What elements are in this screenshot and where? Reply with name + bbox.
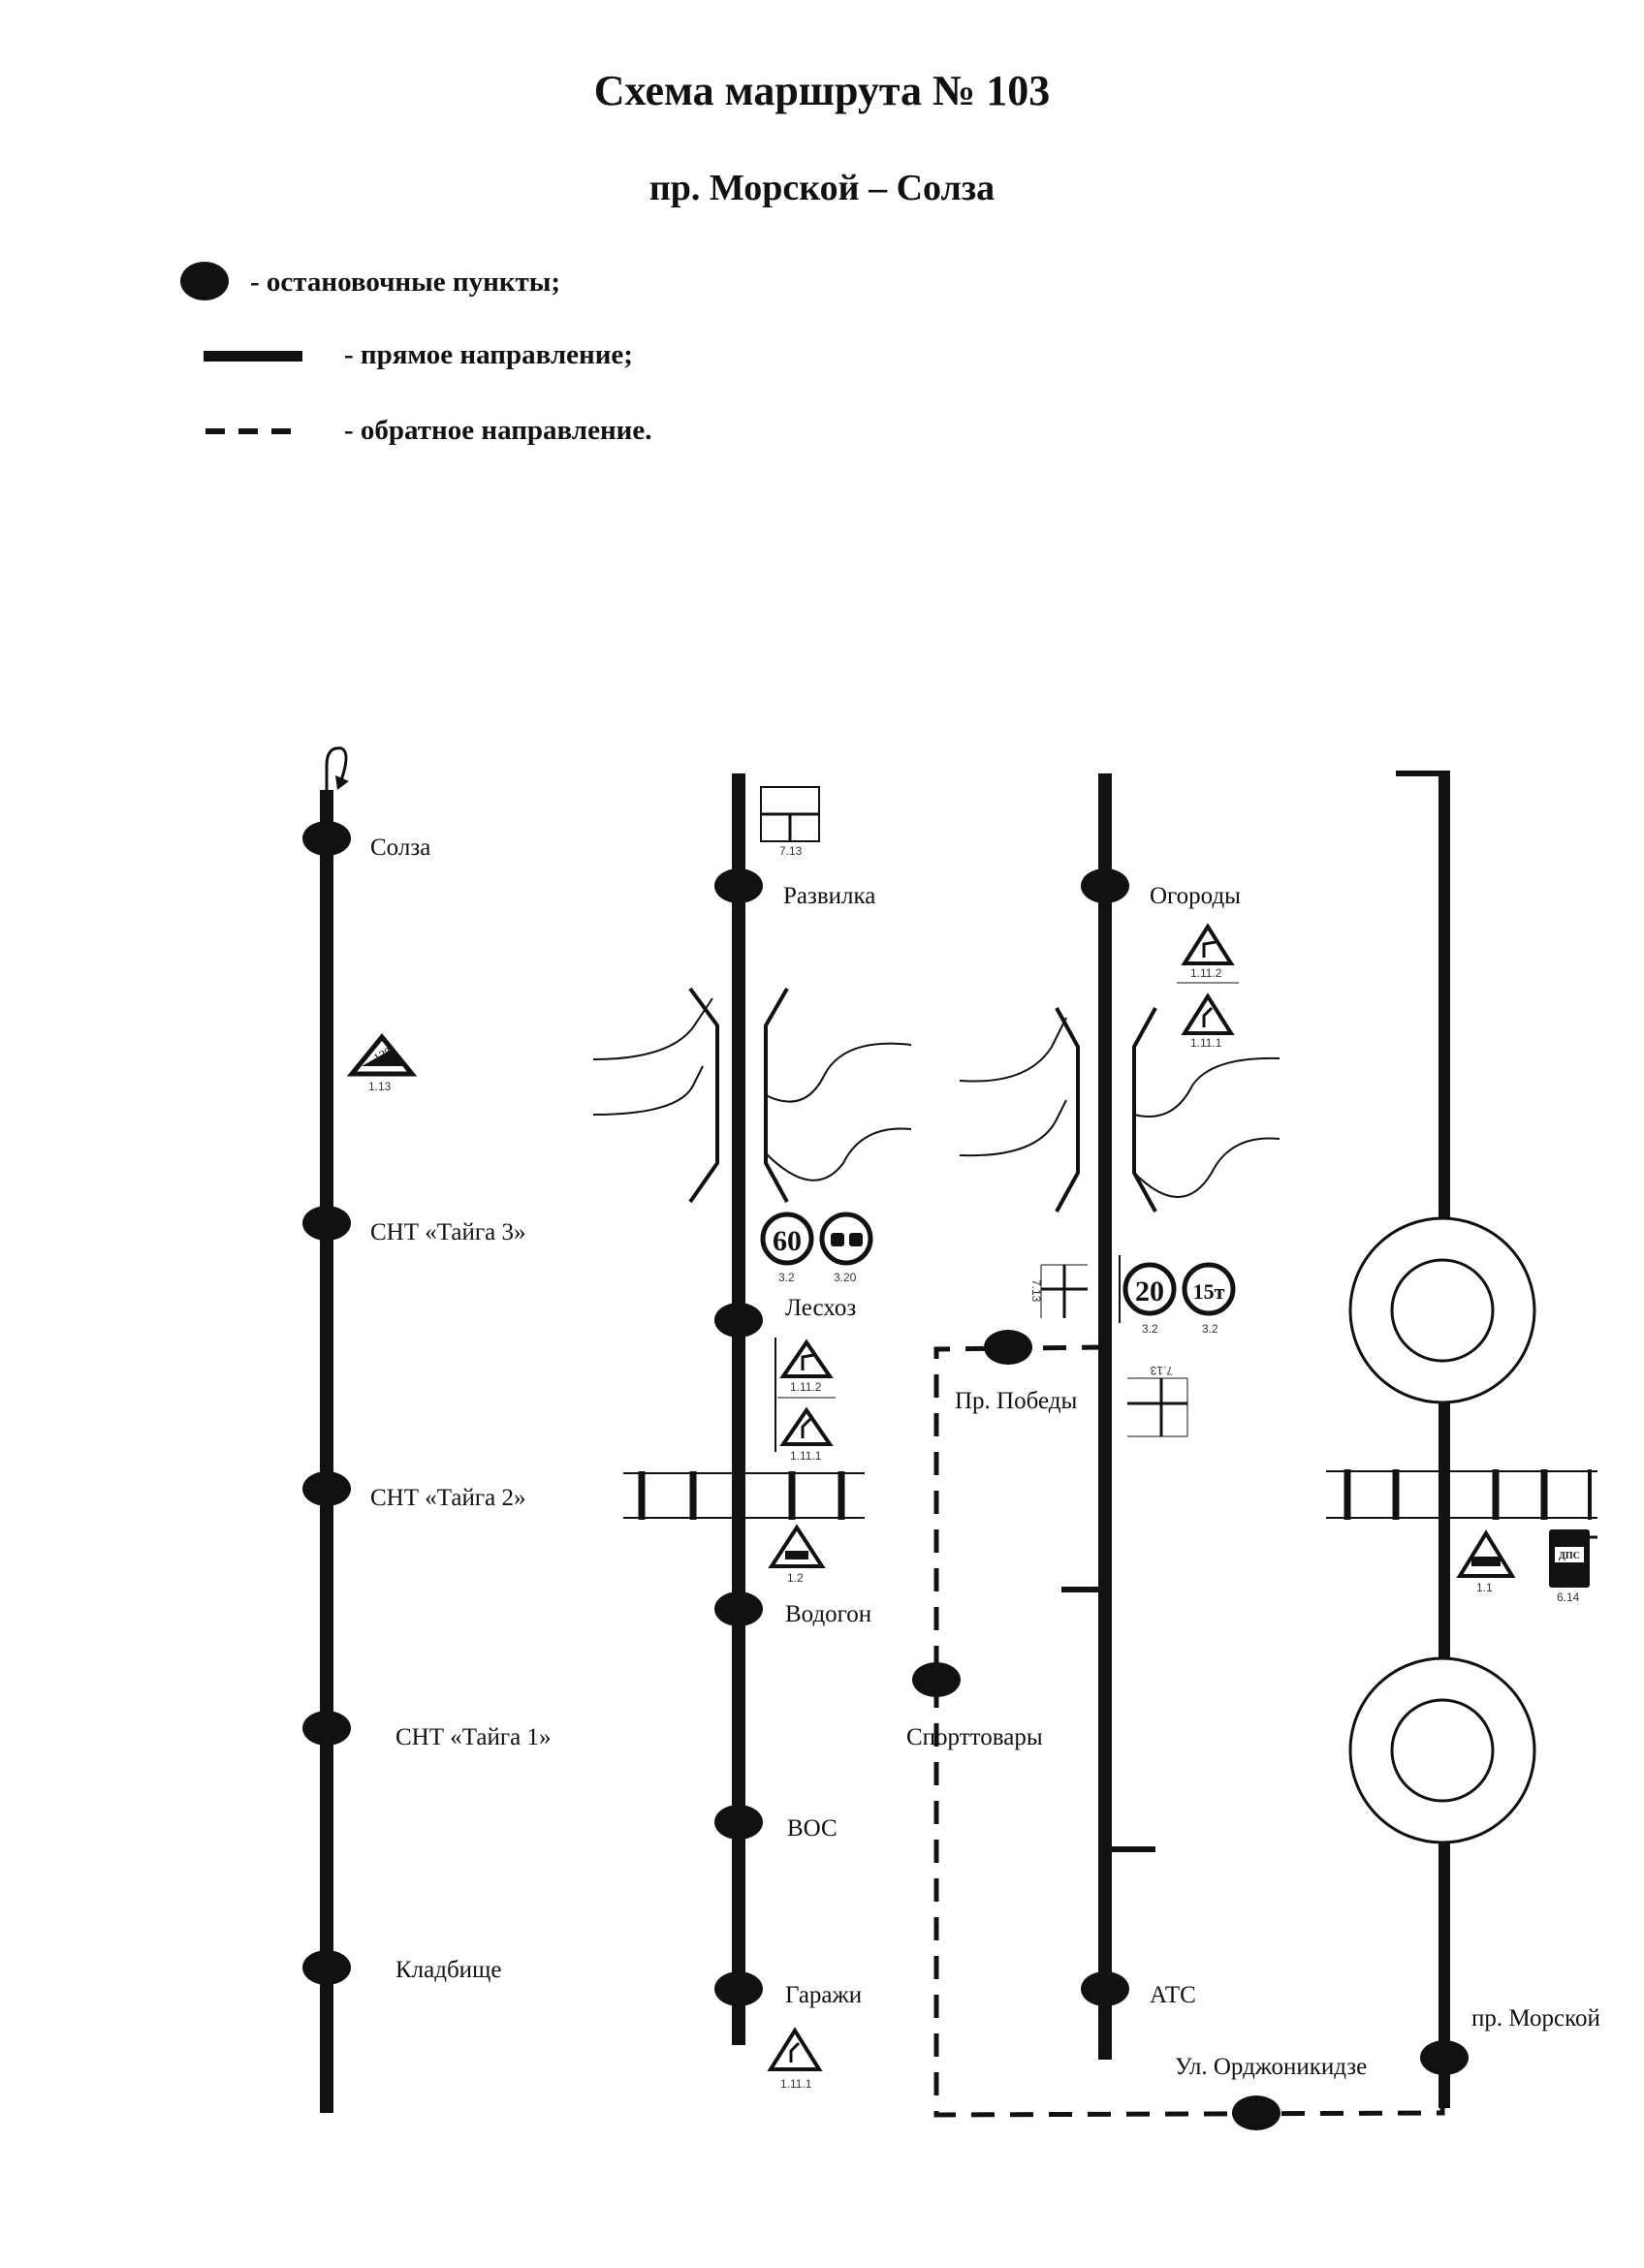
stop-marker-taiga1 <box>302 1711 351 1746</box>
speed-limit-20-sign-icon: 20 3.2 <box>1122 1262 1177 1336</box>
stop-marker-ats <box>1081 1971 1129 2006</box>
traffic-police-sign-icon: ДПС 6.14 <box>1549 1529 1597 1604</box>
railway-crossing-right <box>1326 1469 1597 1520</box>
roundabout-2-icon <box>1348 1656 1536 1844</box>
page-title: Схема маршрута № 103 <box>593 67 1051 114</box>
bridge-left-icon <box>592 987 912 1204</box>
railway-crossing-left <box>623 1471 865 1520</box>
stop-marker-taiga2 <box>302 1471 351 1506</box>
no-overtaking-code: 3.20 <box>834 1271 857 1284</box>
stop-label-taiga2: СНТ «Тайга 2» <box>370 1485 525 1511</box>
stop-label-vos: ВОС <box>787 1815 838 1842</box>
stop-label-morskoy: пр. Морской <box>1471 2005 1600 2032</box>
bridge-right-icon <box>959 1007 1280 1213</box>
crossroads-sign-2-icon: 7.13 <box>1029 1264 1088 1318</box>
traffic-police-value: ДПС <box>1559 1551 1580 1561</box>
stop-marker-ordzhonikidze <box>1232 2095 1280 2130</box>
stop-marker-vos <box>714 1805 763 1840</box>
stop-marker-razvilka <box>714 868 763 903</box>
stop-marker-solza <box>302 821 351 856</box>
weight-limit-15-sign-icon: 15т 3.2 <box>1182 1262 1236 1336</box>
stop-label-ats: АТС <box>1150 1982 1196 2008</box>
stop-marker-garazhi <box>714 1971 763 2006</box>
speed-60-value: 60 <box>773 1225 802 1257</box>
crossroads-sign-3-icon: 7.13 <box>1127 1364 1188 1437</box>
speed-20-code: 3.2 <box>1142 1322 1158 1336</box>
curve-signs-ogorody-icon: 1.11.2 1.11.1 <box>1177 923 1239 1050</box>
curve-left-sign-bottom-icon: 1.11.1 <box>767 2027 823 2091</box>
legend-reverse-line <box>206 428 302 434</box>
column-4-road <box>1396 771 1450 2108</box>
rail-crossing-code: 1.2 <box>787 1571 804 1585</box>
stop-label-cemetery: Кладбище <box>395 1957 501 1983</box>
rail-crossing-sign-icon: 1.2 <box>768 1524 826 1585</box>
roundabout-1-icon <box>1348 1216 1536 1404</box>
barrier-crossing-code: 1.1 <box>1476 1581 1493 1594</box>
traffic-police-code: 6.14 <box>1557 1591 1580 1604</box>
stop-marker-taiga3 <box>302 1206 351 1241</box>
stop-label-garazhi: Гаражи <box>785 1982 862 2008</box>
reverse-route-path <box>933 1344 1445 2118</box>
legend-reverse-label: - обратное направление. <box>344 415 652 446</box>
crossroads-3-code: 7.13 <box>1150 1364 1173 1377</box>
stop-marker-sporttovary <box>912 1662 961 1697</box>
route-subtitle: пр. Морской – Солза <box>648 168 996 208</box>
stop-marker-pobedy <box>984 1330 1032 1365</box>
crossroads-sign-code: 7.13 <box>779 844 803 858</box>
stop-label-taiga1: СНТ «Тайга 1» <box>395 1724 551 1750</box>
stop-label-razvilka: Развилка <box>783 883 875 909</box>
legend-forward-line <box>204 351 302 362</box>
grade-sign-code: 1.13 <box>368 1080 392 1093</box>
turnaround-arrowhead <box>335 775 349 790</box>
speed-20-value: 20 <box>1135 1276 1164 1307</box>
stop-marker-cemetery <box>302 1950 351 1985</box>
stop-label-leskhoz: Лесхоз <box>785 1295 856 1321</box>
ogorody-curve-left-code: 1.11.1 <box>1190 1036 1222 1050</box>
weight-15-value: 15т <box>1193 1279 1225 1304</box>
ogorody-curve-right-code: 1.11.2 <box>1190 966 1222 980</box>
stop-label-vodogon: Водогон <box>785 1601 871 1627</box>
turnaround-arrow-icon <box>325 746 348 843</box>
no-overtaking-sign-icon: 3.20 <box>819 1212 873 1284</box>
column-3-road <box>1061 773 1155 2060</box>
crossroads-2-code: 7.13 <box>1029 1279 1043 1303</box>
curve-right-sign-icon: 1.11.2 1.11.1 <box>775 1338 836 1463</box>
legend-forward-label: - прямое направление; <box>344 339 633 370</box>
curve-right-code: 1.11.2 <box>790 1380 822 1394</box>
stop-marker-morskoy <box>1420 2040 1469 2075</box>
weight-15-code: 3.2 <box>1202 1322 1218 1336</box>
barrier-crossing-sign-icon: 1.1 <box>1456 1529 1516 1594</box>
legend-stop-marker <box>180 262 229 300</box>
legend-stop-label: - остановочные пункты; <box>250 267 561 298</box>
stop-label-solza: Солза <box>370 835 430 861</box>
curve-left-bottom-code: 1.11.1 <box>780 2077 812 2091</box>
stop-marker-leskhoz <box>714 1303 763 1338</box>
speed-60-code: 3.2 <box>778 1271 795 1284</box>
grade-sign-icon: 12% 1.13 <box>346 1033 418 1093</box>
stop-label-ogorody: Огороды <box>1150 883 1241 909</box>
stop-label-ordzhonikidze: Ул. Орджоникидзе <box>1175 2054 1367 2080</box>
speed-limit-60-sign-icon: 60 3.2 <box>760 1212 814 1284</box>
stop-marker-vodogon <box>714 1591 763 1626</box>
stop-label-pobedy: Пр. Победы <box>955 1388 1077 1414</box>
crossroads-sign-icon: 7.13 <box>760 786 820 858</box>
curve-left-code: 1.11.1 <box>790 1449 822 1463</box>
stop-label-taiga3: СНТ «Тайга 3» <box>370 1219 525 1245</box>
stop-label-sporttovary: Спорттовары <box>906 1724 1043 1750</box>
stop-marker-ogorody <box>1081 868 1129 903</box>
